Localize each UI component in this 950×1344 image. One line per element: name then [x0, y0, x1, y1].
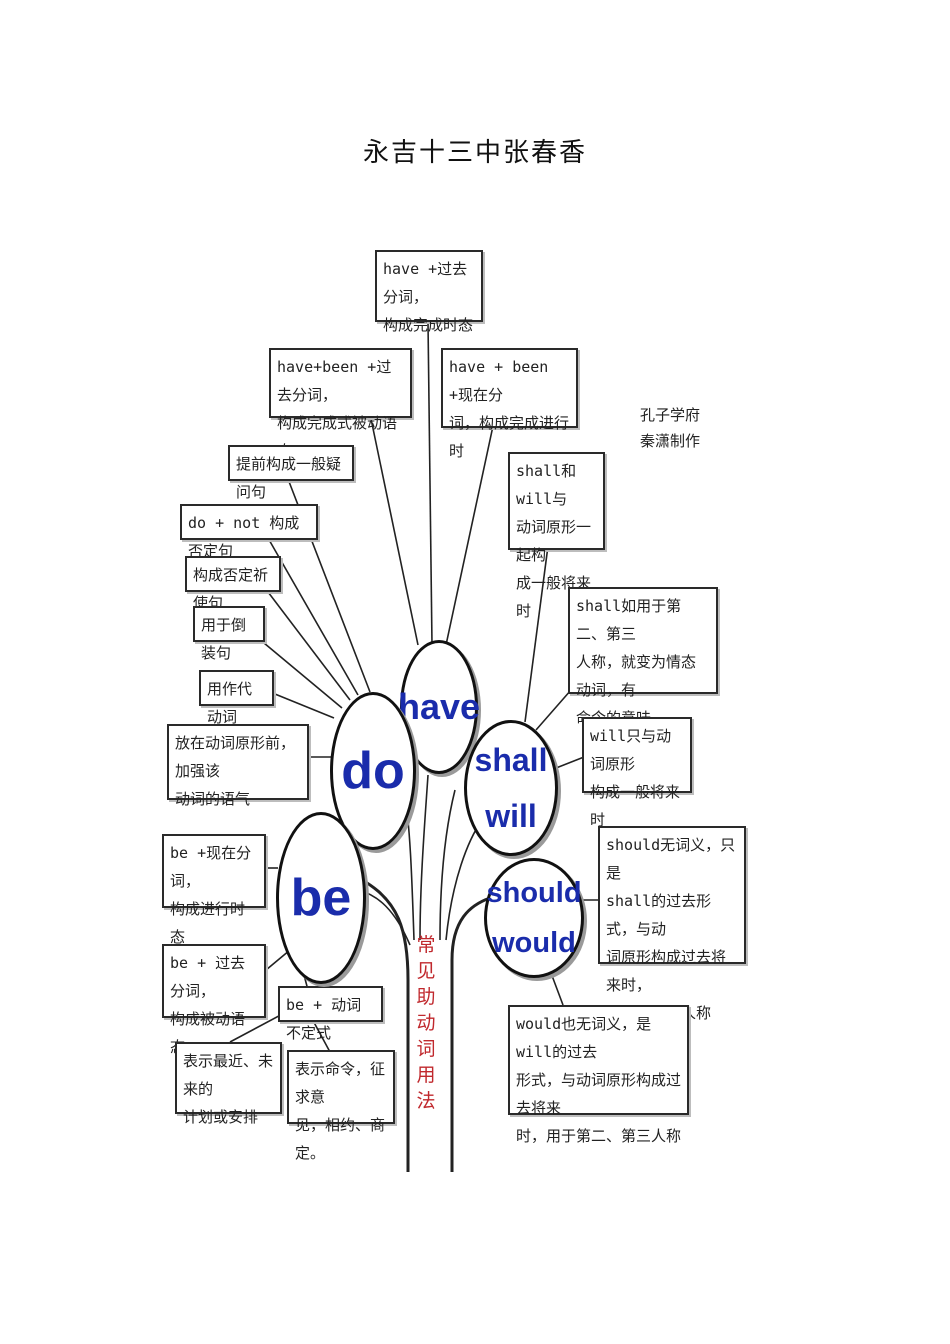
have-been-progressive-box: have + been +现在分 词，构成完成进行时 — [441, 348, 578, 460]
do-pro-verb-box: 用作代动词 — [199, 670, 274, 726]
be-circle-label: be — [290, 869, 352, 927]
be-command-box: 表示命令，征求意 见，相约、商定。 — [287, 1050, 395, 1162]
page-title: 永吉十三中张春香 — [362, 138, 587, 168]
be-plan-box: 表示最近、未来的 计划或安排 — [175, 1042, 282, 1126]
shall-will-circle: shall will — [464, 720, 558, 856]
trunk-label: 常见助动词用法 — [416, 934, 436, 1112]
do-question-box: 提前构成一般疑问句 — [228, 445, 354, 501]
would-past-box: would也无词义，是will的过去 形式，与动词原形构成过去将来 时，用于第二… — [508, 1005, 689, 1145]
shall-will-circle-label: shall will — [474, 742, 548, 834]
have-perfect-box: have +过去分词， 构成完成时态 — [375, 250, 483, 334]
do-inversion-box: 用于倒装句 — [193, 606, 265, 662]
do-negative-imperative-box: 构成否定祈使句 — [185, 556, 281, 612]
be-infinitive-box: be + 动词不定式 — [278, 986, 383, 1042]
do-circle-label: do — [341, 742, 405, 800]
should-would-circle: should would — [484, 858, 584, 978]
shall-modal-box: shall如用于第二、第三 人称，就变为情态动词，有 命令的意味 — [568, 587, 718, 727]
should-past-box: should无词义，只是 shall的过去形式，与动 词原形构成过去将来时， 只… — [598, 826, 746, 1022]
watermark-text: 孔子学府 秦潇制作 — [640, 406, 701, 450]
have-circle-label: have — [397, 686, 481, 727]
have-circle: have — [397, 640, 481, 774]
should-would-circle-label: should would — [486, 877, 582, 959]
be-passive-box: be + 过去分词， 构成被动语态 — [162, 944, 266, 1056]
shall-will-future-box: shall和will与 动词原形一起构 成一般将来时 — [508, 452, 605, 620]
have-been-passive-box: have+been +过去分词， 构成完成式被动语态 — [269, 348, 412, 460]
do-emphasis-box: 放在动词原形前，加强该 动词的语气 — [167, 724, 309, 808]
be-progressive-box: be +现在分词， 构成进行时态 — [162, 834, 266, 946]
do-not-box: do + not 构成否定句 — [180, 504, 318, 560]
be-circle: be — [276, 812, 366, 984]
will-future-box: will只与动词原形 构成一般将来时 — [582, 717, 692, 829]
